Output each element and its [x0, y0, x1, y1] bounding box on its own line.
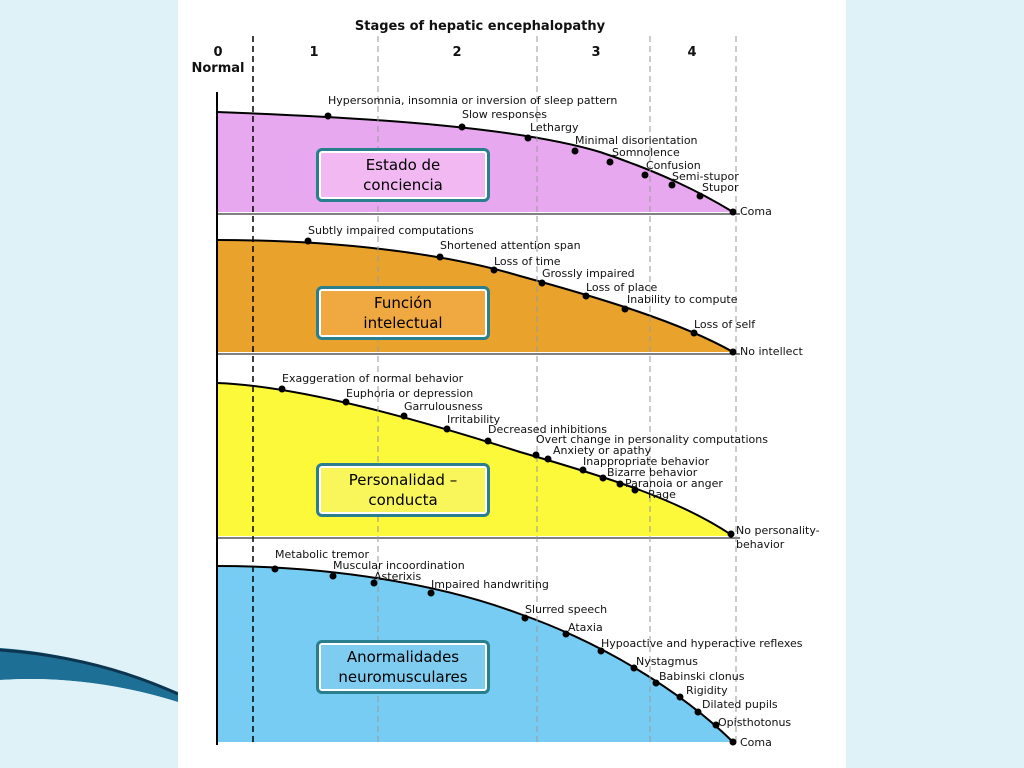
stage-0-label: 0 [213, 45, 222, 60]
point-label: Hypersomnia, insomnia or inversion of sl… [328, 94, 617, 107]
box-label-line2: conciencia [363, 176, 443, 194]
box-label-line1: Función [374, 294, 432, 312]
point-label: Babinski clonus [659, 670, 745, 683]
point-label: behavior [736, 538, 785, 551]
slide-background-right [846, 0, 1024, 768]
point-label: Loss of place [586, 281, 658, 294]
point-label: Loss of self [694, 318, 756, 331]
box-label-line2: neuromusculares [338, 668, 468, 686]
point-label: Confusion [646, 159, 701, 172]
point-label: Ataxia [568, 621, 603, 634]
point-label: No personality- [736, 524, 820, 537]
point-label: Euphoria or depression [346, 387, 473, 400]
stage-1-label: 1 [309, 45, 318, 60]
band-personality-points: Exaggeration of normal behavior Euphoria… [278, 372, 820, 551]
point-label: Rage [648, 488, 676, 501]
point-label: Subtly impaired computations [308, 224, 474, 237]
point-label: Inability to compute [627, 293, 738, 306]
point-label: No intellect [740, 345, 803, 358]
point-label: Metabolic tremor [275, 548, 369, 561]
band-intellect-points: Subtly impaired computations Shortened a… [304, 224, 803, 358]
point-label: Shortened attention span [440, 239, 581, 252]
point-label: Asterixis [374, 570, 421, 583]
box-label-line1: Anormalidades [346, 648, 460, 666]
point-label: Opisthotonus [718, 716, 791, 729]
stage-4-label: 4 [687, 45, 696, 60]
point-label: Grossly impaired [542, 267, 635, 280]
point-label: Stupor [702, 181, 739, 194]
point-label: Irritability [447, 413, 501, 426]
intellect-category-box: Función intelectual [316, 286, 490, 340]
box-label-line1: Personalidad – [348, 471, 458, 489]
point-label: Nystagmus [636, 655, 698, 668]
neuromuscular-category-box: Anormalidades neuromusculares [316, 640, 490, 694]
band-neuromuscular-points: Metabolic tremor Muscular incoordination… [271, 548, 803, 749]
point-label: Decreased inhibitions [488, 423, 607, 436]
point-label: Inappropriate behavior [583, 455, 710, 468]
diagram-title: Stages of hepatic encephalopathy [355, 19, 606, 34]
box-label-line2: intelectual [363, 314, 443, 332]
point-label: Exaggeration of normal behavior [282, 372, 464, 385]
point-label: Semi-stupor [672, 170, 739, 183]
band-consciousness-points: Hypersomnia, insomnia or inversion of sl… [324, 94, 772, 218]
slide-background-left [0, 0, 178, 768]
stage-3-label: 3 [591, 45, 600, 60]
box-label-line2: conducta [368, 491, 438, 509]
point-label: Bizarre behavior [607, 466, 698, 479]
point-label: Slurred speech [525, 603, 607, 616]
point-label: Coma [740, 205, 772, 218]
point-label: Loss of time [494, 255, 561, 268]
point-label: Hypoactive and hyperactive reflexes [601, 637, 803, 650]
stage-0-normal-label: Normal [192, 61, 245, 76]
stage-2-label: 2 [452, 45, 461, 60]
point-label: Overt change in personality computations [536, 433, 768, 446]
box-label-line1: Estado de [365, 156, 441, 174]
point-label: Muscular incoordination [333, 559, 465, 572]
point-label: Paranoia or anger [625, 477, 723, 490]
personality-category-box: Personalidad – conducta [316, 463, 490, 517]
point-label: Rigidity [686, 684, 728, 697]
consciousness-category-box: Estado de conciencia [316, 148, 490, 202]
point-label: Anxiety or apathy [553, 444, 652, 457]
point-label: Garrulousness [404, 400, 483, 413]
point-label: Lethargy [530, 121, 579, 134]
point-label: Minimal disorientation [575, 134, 698, 147]
point-label: Impaired handwriting [431, 578, 549, 591]
point-label: Somnolence [612, 146, 680, 159]
point-label: Slow responses [462, 108, 547, 121]
point-label: Dilated pupils [702, 698, 778, 711]
point-label: Coma [740, 736, 772, 749]
